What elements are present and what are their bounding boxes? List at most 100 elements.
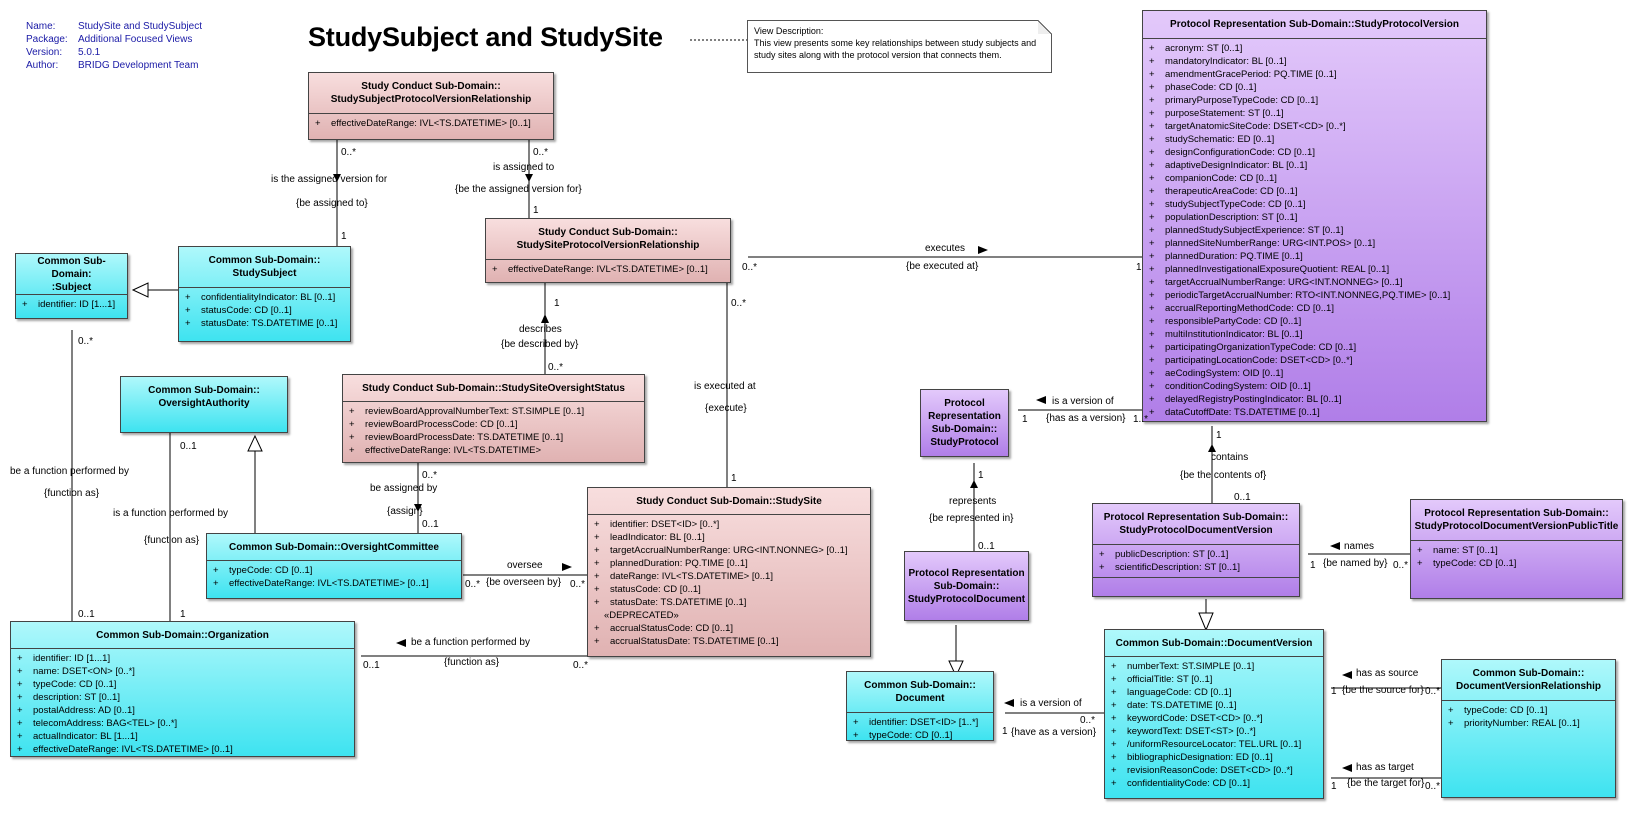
attribute-text: telecomAddress: BAG<TEL> [0..*]	[33, 718, 178, 729]
attribute-text: identifier: ID [1...1]	[33, 653, 111, 664]
attribute-text: priorityNumber: REAL [0..1]	[1464, 718, 1580, 729]
class-study-site-protocol-version-relationship[interactable]: Study Conduct Sub-Domain:: StudySiteProt…	[485, 218, 731, 283]
attribute-row: +typeCode: CD [0..1]	[1417, 557, 1618, 570]
mult-label: 0..*	[731, 298, 747, 309]
mult-label: 0..*	[341, 147, 357, 158]
attribute-text: primaryPurposeTypeCode: CD [0..1]	[1165, 95, 1319, 106]
attribute-list: +effectiveDateRange: IVL<TS.DATETIME> [0…	[309, 113, 553, 133]
mult-label: 1	[978, 470, 984, 481]
class-study-protocol-version[interactable]: Protocol Representation Sub-Domain::Stud…	[1142, 10, 1487, 422]
gen-spd-doc-arrow	[948, 660, 964, 678]
attribute-text: typeCode: CD [0..1]	[869, 730, 953, 741]
class-name: Protocol Representation Sub-Domain:: Stu…	[907, 567, 1026, 605]
assoc-name-label: be a function performed by	[411, 637, 530, 648]
attribute-row: +/uniformResourceLocator: TEL.URL [0..1]	[1111, 738, 1319, 751]
class-document-version[interactable]: Common Sub-Domain::DocumentVersion +numb…	[1104, 629, 1324, 799]
visibility-marker: +	[1149, 394, 1155, 405]
mult-label: 1	[1136, 262, 1142, 273]
visibility-marker: +	[185, 318, 191, 329]
assoc-name-label: contains	[1211, 452, 1249, 463]
visibility-marker: +	[1149, 69, 1155, 80]
class-organization[interactable]: Common Sub-Domain::Organization +identif…	[10, 621, 355, 757]
attribute-row: +plannedStudySubjectExperience: ST [0..1…	[1149, 224, 1482, 237]
assoc-name-label: is the assigned version for	[271, 174, 388, 185]
attribute-row: +statusCode: CD [0..1]	[185, 304, 346, 317]
class-oversight-authority[interactable]: Common Sub-Domain:: OversightAuthority	[120, 376, 288, 433]
class-study-site-oversight-status[interactable]: Study Conduct Sub-Domain::StudySiteOvers…	[342, 374, 645, 463]
class-study-site[interactable]: Study Conduct Sub-Domain::StudySite +ide…	[587, 487, 871, 657]
attribute-row: +responsiblePartyCode: CD [0..1]	[1149, 315, 1482, 328]
mult-label: 0..*	[422, 470, 438, 481]
class-study-subject[interactable]: Common Sub-Domain:: StudySubject +confid…	[178, 246, 351, 342]
attribute-text: plannedInvestigationalExposureQuotient: …	[1165, 264, 1390, 275]
attribute-text: typeCode: CD [0..1]	[1433, 558, 1517, 569]
visibility-marker: +	[1149, 186, 1155, 197]
attribute-text: keywordCode: DSET<CD> [0..*]	[1127, 713, 1263, 724]
visibility-marker: +	[1111, 765, 1117, 776]
visibility-marker: +	[1111, 713, 1117, 724]
class-subject[interactable]: Common Sub-Domain: :Subject +identifier:…	[15, 253, 128, 319]
class-study-protocol-document-version-public-title[interactable]: Protocol Representation Sub-Domain:: Stu…	[1410, 499, 1623, 599]
attribute-row: +description: ST [0..1]	[17, 691, 350, 704]
attribute-text: confidentialityCode: CD [0..1]	[1127, 778, 1251, 789]
mult-label: 0..1	[1234, 492, 1251, 503]
visibility-marker: +	[1417, 545, 1423, 556]
attribute-row: +companionCode: CD [0..1]	[1149, 172, 1482, 185]
attribute-text: studySubjectTypeCode: CD [0..1]	[1165, 199, 1306, 210]
role-label: {function as}	[144, 535, 200, 546]
attribute-list: +identifier: DSET<ID> [0..*]+leadIndicat…	[588, 514, 870, 651]
attribute-row: +effectiveDateRange: IVL<TS.DATETIME> [0…	[17, 743, 350, 756]
attribute-row: +officialTitle: ST [0..1]	[1111, 673, 1319, 686]
visibility-marker: +	[492, 264, 498, 275]
class-study-subject-protocol-version-relationship[interactable]: Study Conduct Sub-Domain:: StudySubjectP…	[308, 72, 554, 140]
role-label: {be the target for}	[1347, 778, 1425, 789]
attribute-list: +reviewBoardApprovalNumberText: ST.SIMPL…	[343, 401, 644, 460]
mult-label: 0..*	[533, 147, 549, 158]
dir-a12	[970, 480, 978, 488]
dir-a2	[525, 174, 533, 182]
visibility-marker: +	[1448, 705, 1454, 716]
assoc-name-label: be assigned by	[370, 483, 438, 494]
visibility-marker: +	[1111, 700, 1117, 711]
class-study-protocol[interactable]: Protocol Representation Sub-Domain:: Stu…	[920, 389, 1009, 457]
role-label: {have as a version}	[1011, 727, 1097, 738]
view-description-note[interactable]: View Description: This view presents som…	[747, 20, 1052, 73]
attribute-text: scientificDescription: ST [0..1]	[1115, 562, 1240, 573]
attribute-row: + identifier: ID [1...1]	[17, 652, 350, 665]
class-study-protocol-document[interactable]: Protocol Representation Sub-Domain:: Stu…	[904, 551, 1029, 621]
attribute-text: effectiveDateRange: IVL<TS.DATETIME>	[365, 445, 542, 456]
attribute-row: +targetAccrualNumberRange: URG<INT.NONNE…	[1149, 276, 1482, 289]
diagram-title: StudySubject and StudySite	[308, 22, 663, 52]
visibility-marker: +	[594, 597, 600, 608]
visibility-marker: +	[1149, 134, 1155, 145]
visibility-marker: +	[17, 653, 23, 664]
attribute-row: +bibliographicDesignation: ED [0..1]	[1111, 751, 1319, 764]
attribute-text: effectiveDateRange: IVL<TS.DATETIME> [0.…	[229, 578, 429, 589]
attribute-text: designConfigurationCode: CD [0..1]	[1165, 147, 1315, 158]
attribute-row: +actualIndicator: BL [1...1]	[17, 730, 350, 743]
visibility-marker: +	[1149, 43, 1155, 54]
class-document[interactable]: Common Sub-Domain:: Document +identifier…	[846, 671, 994, 741]
attribute-text: mandatoryIndicator: BL [0..1]	[1165, 56, 1287, 67]
attribute-row: +delayedRegistryPostingIndicator: BL [0.…	[1149, 393, 1482, 406]
visibility-marker: +	[22, 299, 28, 310]
attribute-row: +plannedSiteNumberRange: URG<INT.POS> [0…	[1149, 237, 1482, 250]
attribute-text: adaptiveDesignIndicator: BL [0..1]	[1165, 160, 1308, 171]
attribute-row: +adaptiveDesignIndicator: BL [0..1]	[1149, 159, 1482, 172]
attribute-row: +plannedDuration: PQ.TIME [0..1]	[594, 557, 866, 570]
attribute-list: +acronym: ST [0..1]+mandatoryIndicator: …	[1143, 38, 1486, 422]
visibility-marker: +	[1111, 726, 1117, 737]
class-document-version-relationship[interactable]: Common Sub-Domain:: DocumentVersionRelat…	[1441, 659, 1616, 798]
assoc-name-label: be a function performed by	[10, 466, 129, 477]
class-oversight-committee[interactable]: Common Sub-Domain::OversightCommittee +t…	[206, 533, 462, 599]
visibility-marker: +	[1149, 264, 1155, 275]
visibility-marker: +	[1149, 277, 1155, 288]
attribute-text: periodicTargetAccrualNumber: RTO<INT.NON…	[1165, 290, 1451, 301]
attribute-text: dataCutoffDate: TS.DATETIME [0..1]	[1165, 407, 1320, 418]
attribute-row: +acronym: ST [0..1]	[1149, 42, 1482, 55]
attribute-text: identifier: DSET<ID> [1..*]	[869, 717, 979, 728]
class-study-protocol-document-version[interactable]: Protocol Representation Sub-Domain:: Stu…	[1092, 503, 1300, 597]
attribute-row: +identifier: ID [1...1]	[22, 298, 123, 311]
attribute-row: +statusDate: TS.DATETIME [0..1]	[185, 317, 346, 330]
attribute-row: +participatingOrganizationTypeCode: CD […	[1149, 341, 1482, 354]
